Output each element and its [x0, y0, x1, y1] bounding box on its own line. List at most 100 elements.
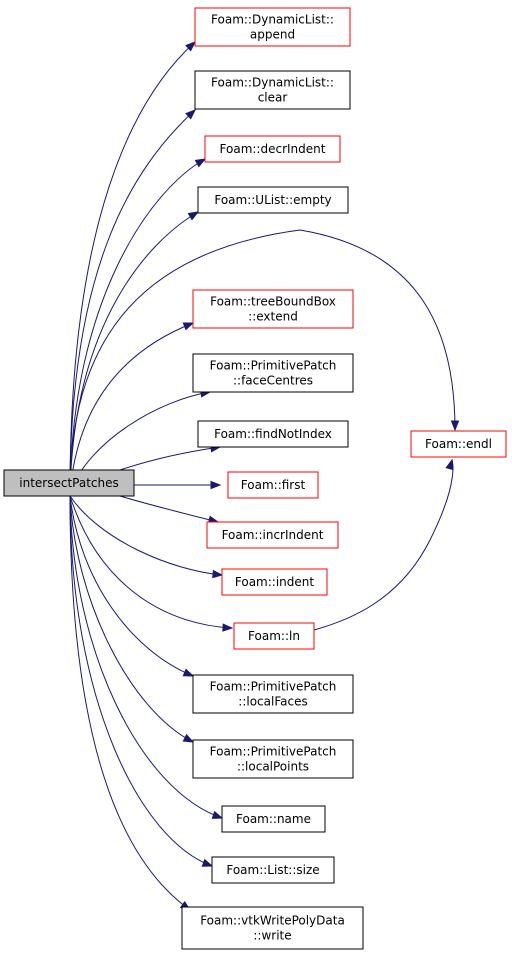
edge-root-to-size	[69, 495, 214, 867]
edge-root-to-endl	[69, 229, 460, 493]
node-name[interactable]: Foam::name	[221, 805, 326, 833]
node-write[interactable]: Foam::vtkWritePolyData::write	[181, 906, 364, 950]
node-append[interactable]: Foam::DynamicList::append	[194, 7, 351, 47]
node-root: intersectPatches	[3, 469, 135, 497]
node-empty[interactable]: Foam::UList::empty	[197, 186, 349, 214]
node-box	[194, 7, 351, 47]
node-decrIndent[interactable]: Foam::decrIndent	[204, 135, 341, 163]
edge-line	[69, 322, 194, 493]
edge-root-to-incrIndent	[119, 495, 220, 524]
edge-arrowhead	[194, 158, 207, 168]
edge-line	[69, 495, 223, 819]
edge-line	[69, 495, 233, 629]
node-localFaces[interactable]: Foam::PrimitivePatch::localFaces	[192, 674, 354, 714]
node-box	[204, 135, 341, 163]
edge-root-to-extend	[69, 322, 195, 493]
node-label: ::extend	[248, 310, 298, 324]
node-label: Foam::name	[236, 812, 311, 826]
edge-ln-to-endl	[313, 458, 454, 631]
edge-line	[69, 495, 194, 677]
node-box	[410, 430, 507, 458]
node-label: ::localFaces	[238, 695, 307, 709]
node-label: intersectPatches	[19, 476, 119, 490]
edge-line	[69, 41, 196, 493]
edge-arrowhead	[182, 733, 195, 743]
node-label: ::write	[253, 929, 291, 943]
edge-line	[69, 158, 206, 493]
edge-line	[69, 109, 196, 493]
node-label: Foam::indent	[235, 575, 314, 589]
node-label: ::faceCentres	[233, 374, 313, 388]
edge-root-to-localPoints	[69, 495, 195, 743]
edge-arrowhead	[445, 458, 454, 471]
edge-arrowhead	[182, 322, 195, 331]
node-box	[192, 674, 354, 714]
edge-arrowhead	[222, 623, 234, 632]
edge-arrowhead	[450, 420, 460, 432]
node-label: Foam::PrimitivePatch	[210, 359, 337, 373]
edge-arrowhead	[211, 810, 224, 819]
node-first[interactable]: Foam::first	[227, 471, 319, 499]
node-box	[206, 521, 339, 549]
node-label: clear	[258, 91, 288, 105]
node-label: Foam::UList::empty	[214, 193, 331, 207]
node-box	[192, 739, 354, 779]
edge-arrowhead	[182, 668, 195, 677]
edge-line	[119, 446, 221, 471]
node-label: Foam::List::size	[226, 863, 319, 877]
node-box	[181, 906, 364, 950]
node-box	[221, 568, 328, 596]
edge-root-to-findNotIndex	[119, 444, 222, 471]
node-label: Foam::DynamicList::	[211, 76, 334, 90]
node-clear[interactable]: Foam::DynamicList::clear	[194, 70, 351, 110]
edge-line	[69, 211, 199, 493]
node-box	[211, 856, 335, 884]
node-label: ::localPoints	[237, 760, 309, 774]
edge-line	[69, 495, 213, 867]
node-label: Foam::treeBoundBox	[210, 295, 336, 309]
node-label: Foam::vtkWritePolyData	[200, 914, 345, 928]
edge-arrowhead	[185, 109, 197, 120]
edge-arrowhead	[210, 480, 222, 490]
node-label: Foam::endl	[425, 437, 492, 451]
node-label: append	[250, 28, 295, 42]
node-label: Foam::PrimitivePatch	[210, 745, 337, 759]
node-box	[197, 186, 349, 214]
edge-root-to-append	[69, 41, 197, 493]
edge-root-to-empty	[69, 211, 200, 493]
node-label: Foam::incrIndent	[222, 528, 324, 542]
edge-arrowhead	[187, 211, 200, 221]
node-label: Foam::DynamicList::	[211, 13, 334, 27]
edge-line	[69, 495, 194, 743]
edge-line	[69, 495, 223, 576]
node-box	[192, 353, 354, 393]
node-box	[3, 469, 135, 497]
node-label: Foam::ln	[248, 629, 300, 643]
node-label: Foam::findNotIndex	[214, 427, 332, 441]
node-label: Foam::PrimitivePatch	[210, 680, 337, 694]
node-localPoints[interactable]: Foam::PrimitivePatch::localPoints	[192, 739, 354, 779]
node-label: Foam::decrIndent	[220, 142, 326, 156]
node-faceCentres[interactable]: Foam::PrimitivePatch::faceCentres	[192, 353, 354, 393]
edge-arrowhead	[201, 858, 214, 867]
node-extend[interactable]: Foam::treeBoundBox::extend	[192, 289, 354, 329]
node-box	[233, 622, 315, 650]
edge-root-to-localFaces	[69, 495, 195, 677]
edge-line	[119, 495, 219, 523]
node-label: Foam::first	[241, 478, 306, 492]
node-size[interactable]: Foam::List::size	[211, 856, 335, 884]
edge-root-to-ln	[69, 495, 234, 632]
node-box	[194, 70, 351, 110]
edge-root-to-decrIndent	[69, 158, 207, 493]
node-indent[interactable]: Foam::indent	[221, 568, 328, 596]
node-ln[interactable]: Foam::ln	[233, 622, 315, 650]
node-findNotIndex[interactable]: Foam::findNotIndex	[197, 420, 349, 448]
nodes-layer: intersectPatches Foam::DynamicList::appen…	[3, 7, 507, 950]
node-endl[interactable]: Foam::endl	[410, 430, 507, 458]
edge-root-to-write	[69, 495, 192, 911]
node-incrIndent[interactable]: Foam::incrIndent	[206, 521, 339, 549]
edge-arrowhead	[212, 569, 224, 579]
node-box	[197, 420, 349, 448]
edge-line	[69, 229, 456, 493]
